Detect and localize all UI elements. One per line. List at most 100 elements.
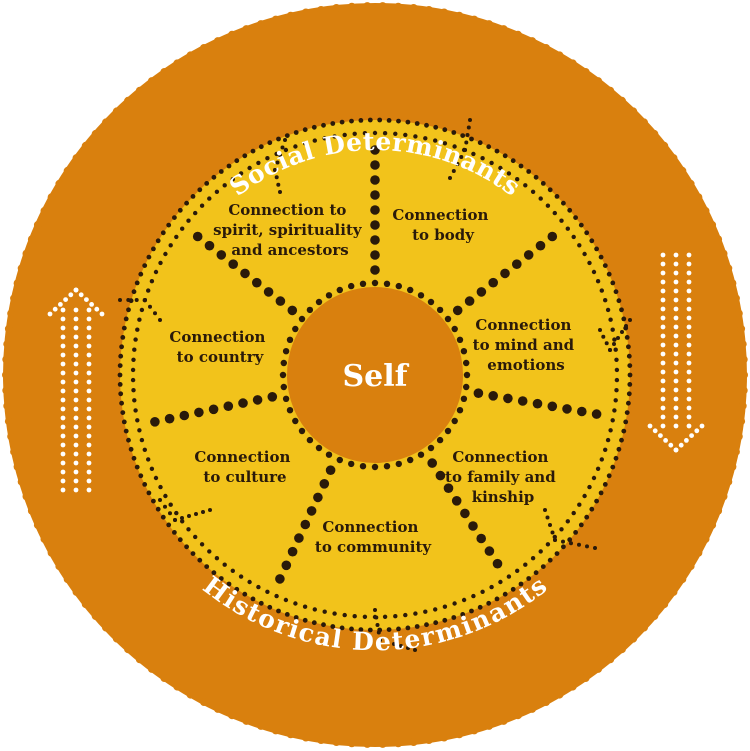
center-border-dot	[325, 451, 333, 458]
ring-dot	[274, 593, 279, 599]
arrow-dot	[660, 261, 666, 267]
branch-dot	[153, 311, 157, 316]
arrow-dot	[686, 261, 692, 267]
arrow-dot	[678, 442, 684, 448]
center-border-dot	[427, 298, 435, 306]
arrow-dot	[660, 423, 666, 429]
scallop-dot	[724, 477, 733, 486]
arrow-dot	[686, 405, 692, 411]
ring-dot	[130, 367, 136, 373]
ring-dot	[494, 148, 500, 154]
ring-dot	[250, 596, 256, 602]
scallop-dot	[271, 726, 280, 735]
branch-dot	[274, 175, 279, 180]
spoke-dot	[523, 250, 534, 260]
scallop-dot	[514, 711, 522, 720]
arrow-dot	[60, 352, 66, 358]
scallop-dot	[112, 634, 121, 643]
arrow-dot	[658, 433, 663, 438]
scallop-dot	[91, 612, 100, 621]
arrow-dot	[89, 302, 94, 307]
ring-dot	[606, 473, 612, 479]
arrow-dot	[686, 288, 692, 294]
spoke-dot	[281, 560, 292, 571]
arrow-dot	[86, 361, 92, 367]
scallop-dot	[200, 44, 208, 52]
ring-dot	[142, 482, 148, 487]
ring-dot	[123, 428, 129, 434]
ring-dot	[469, 608, 474, 614]
ring-dot	[414, 624, 420, 629]
scallop-dot	[2, 355, 11, 364]
ring-dot	[552, 534, 557, 540]
center-border-dot	[436, 436, 444, 444]
arrow-dot	[660, 252, 666, 258]
arrow-dot	[86, 451, 92, 457]
scallop-dot	[650, 612, 659, 621]
scallop-dot	[660, 600, 669, 609]
scallop-dot	[27, 235, 36, 244]
ring-dot	[530, 189, 536, 194]
spoke-dot	[492, 558, 503, 569]
ring-dot	[477, 604, 483, 610]
scallop-dot	[394, 739, 403, 748]
ring-dot	[442, 604, 448, 609]
scallop-dot	[424, 6, 433, 14]
arrow-dot	[73, 287, 79, 293]
spoke-dot	[577, 406, 587, 417]
up-arrow-icon	[47, 287, 105, 493]
arrow-dot	[73, 307, 79, 313]
spoke-dot	[179, 410, 190, 421]
center-border-dot	[395, 282, 402, 290]
arrow-dot	[660, 405, 666, 411]
arrow-dot	[73, 361, 79, 367]
ring-dot	[610, 280, 616, 286]
ring-dot	[627, 372, 633, 378]
scallop-dot	[660, 141, 669, 150]
scallop-dot	[4, 324, 13, 333]
center-border-dot	[315, 444, 323, 452]
ring-dot	[293, 601, 298, 606]
arrow-dot	[673, 414, 679, 420]
ring-dot	[382, 614, 388, 619]
scallop-dot	[27, 506, 36, 515]
ring-dot	[567, 537, 573, 543]
center-border-dot	[279, 371, 287, 379]
scallop-dot	[22, 492, 31, 501]
branch-dot	[168, 511, 172, 516]
scallop-dot	[135, 86, 144, 95]
center-border-dot	[348, 460, 355, 468]
arrow-dot	[73, 379, 79, 385]
arrow-dot	[73, 388, 79, 394]
ring-dot	[283, 147, 289, 153]
ring-dot	[211, 570, 217, 576]
ring-dot	[565, 226, 570, 231]
down-arrow-icon	[647, 252, 705, 453]
ring-dot	[132, 398, 137, 403]
ring-dot	[267, 140, 273, 146]
scallop-dot	[186, 51, 195, 60]
branch-dot	[208, 508, 212, 512]
arrow-dot	[60, 478, 66, 484]
ring-dot	[133, 337, 138, 342]
branch-dot	[280, 145, 285, 150]
ring-dot	[393, 131, 398, 136]
scallop-dot	[542, 44, 550, 52]
branch-dot	[278, 153, 282, 157]
spoke-dot	[452, 305, 463, 316]
ring-dot	[405, 119, 411, 125]
scallop-dot	[708, 521, 717, 530]
arrow-dot	[686, 306, 692, 312]
ring-dot	[126, 307, 131, 313]
arrow-dot	[86, 388, 92, 394]
ring-dot	[603, 298, 608, 303]
arrow-dot	[686, 279, 692, 285]
center-border-dot	[456, 407, 464, 414]
ring-dot	[293, 615, 299, 620]
center-border-dot	[383, 463, 391, 470]
ring-dot	[526, 169, 532, 174]
arrow-dot	[73, 478, 79, 484]
center-border-dot	[451, 417, 458, 425]
dotted-spokes	[150, 145, 602, 584]
ring-dot	[442, 141, 448, 146]
